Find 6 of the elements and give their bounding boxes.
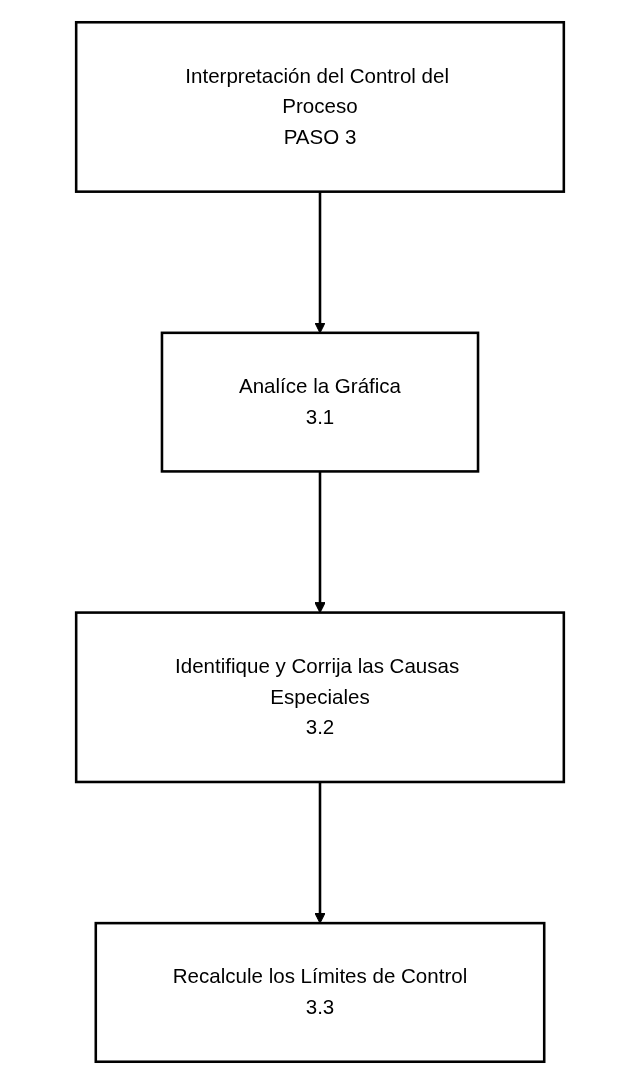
- node-box: Recalcule los Límites de Control 3.3: [94, 921, 545, 1063]
- arrow: [313, 470, 326, 613]
- node-box: Interpretación del Control del Proceso PASO 3: [74, 20, 565, 193]
- arrow: [313, 191, 326, 333]
- node-box: Analíce la Gráfica 3.1: [160, 331, 479, 473]
- node-box: Identifique y Corrija las Causas Especiales 3.2: [74, 610, 565, 783]
